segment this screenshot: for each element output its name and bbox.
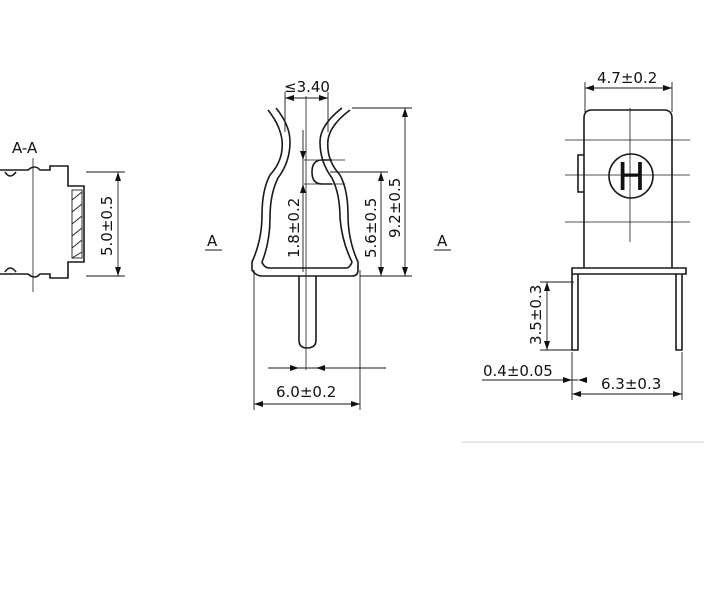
dim-width: 6.0±0.2 (253, 270, 361, 410)
clip-outer-outline (251, 109, 359, 277)
section-view: A-A 5.0±0.5 (0, 139, 125, 292)
side-pin-left (571, 274, 579, 351)
section-hatch (71, 189, 83, 259)
dim-width-label: 6.0±0.2 (276, 383, 336, 401)
dim-inner-height-label: 5.6±0.5 (362, 198, 380, 258)
side-base-bar (571, 267, 687, 275)
dim-pin-length: 3.5±0.3 (527, 281, 574, 351)
section-notch-bottom (4, 267, 17, 273)
dim-top-gap: ≤3.40 (284, 78, 330, 132)
dim-pin-spacing: 6.3±0.3 (571, 352, 683, 400)
section-title: A-A (12, 139, 38, 157)
section-mark-right: A (437, 232, 448, 250)
section-notch-top (4, 171, 17, 177)
clip-slot (311, 159, 332, 185)
dim-slot-label: 1.8±0.2 (285, 198, 303, 258)
dim-section-height-label: 5.0±0.5 (98, 196, 116, 256)
dim-top-width-label: 4.7±0.2 (597, 69, 657, 87)
dim-pin-length-label: 3.5±0.3 (527, 285, 545, 345)
dim-total-height-label: 9.2±0.5 (386, 178, 404, 238)
dim-top-gap-label: ≤3.40 (284, 78, 330, 96)
dim-pin-thickness-label: 0.4±0.05 (483, 362, 553, 380)
dim-top-width: 4.7±0.2 (584, 69, 673, 112)
dim-inner-height: 5.6±0.5 (330, 171, 412, 277)
front-view: A A ≤3.40 1.8±0.2 (205, 78, 451, 410)
clip-pin (298, 276, 317, 349)
dim-pin-thickness: 0.4±0.05 (482, 362, 587, 383)
side-view: H 4.7±0.2 3.5±0.3 0.4± (482, 69, 690, 400)
clip-inner-outline (261, 107, 353, 269)
section-mark-left: A (207, 232, 218, 250)
side-pin-right (675, 274, 683, 351)
dim-total-height: 9.2±0.5 (352, 107, 412, 276)
dim-section-height: 5.0±0.5 (86, 171, 125, 277)
h-mark-circle (608, 153, 654, 199)
dim-pin-width-arrows (268, 365, 386, 371)
side-plate-outline (583, 109, 673, 268)
dim-pin-spacing-label: 6.3±0.3 (601, 375, 661, 393)
section-body-outline (0, 165, 85, 279)
dim-slot: 1.8±0.2 (285, 130, 306, 272)
h-mark: H (617, 155, 646, 199)
side-plate-tab (577, 154, 584, 193)
